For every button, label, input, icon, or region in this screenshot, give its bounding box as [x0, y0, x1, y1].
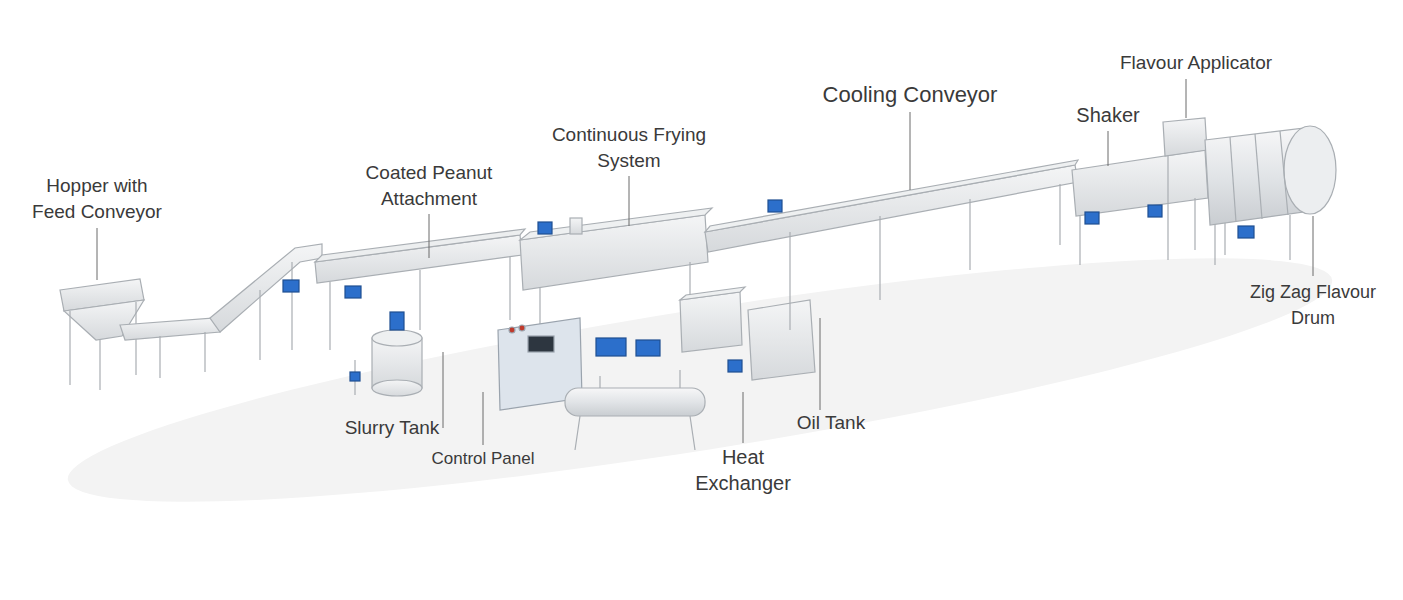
coated-peanut-attachment	[329, 282, 330, 350]
frying-system	[538, 222, 552, 234]
coated-peanut-attachment	[509, 257, 510, 320]
slurry-tank	[350, 372, 360, 381]
feed-conveyor	[204, 332, 205, 372]
shaker	[1072, 150, 1208, 265]
flavour-drum	[1255, 134, 1262, 219]
leader-line	[820, 318, 821, 410]
control-panel	[509, 327, 515, 333]
flavour-drum	[1238, 226, 1254, 238]
part-label: Control Panel	[418, 446, 548, 472]
oil-tank	[680, 287, 745, 300]
part-label: Coated Peanut Attachment	[362, 160, 497, 212]
shaker	[1079, 215, 1080, 265]
feed-conveyor	[210, 244, 322, 332]
coated-peanut-attachment	[419, 270, 420, 330]
heat-exchanger	[690, 416, 695, 450]
cooling-conveyor	[1059, 184, 1060, 245]
shaker	[1194, 198, 1195, 250]
leader-line	[743, 392, 744, 443]
control-panel	[519, 325, 525, 331]
flavour-applicator	[1163, 118, 1207, 156]
leader-line	[97, 228, 98, 280]
cooling-conveyor	[705, 160, 1078, 232]
heat-exchanger	[565, 338, 705, 450]
feed-conveyor	[159, 336, 160, 378]
cooling-conveyor	[768, 200, 782, 212]
hopper	[99, 340, 100, 390]
frying-system	[520, 208, 712, 240]
part-label: Shaker	[1063, 102, 1153, 128]
shaker	[1148, 205, 1162, 217]
feed-conveyor	[120, 244, 322, 378]
heat-exchanger	[636, 340, 660, 356]
flavour-applicator	[1167, 156, 1168, 260]
cooling-conveyor	[969, 199, 970, 270]
flavour-drum	[1205, 126, 1336, 265]
flavour-drum	[1230, 137, 1236, 222]
leader-line	[1186, 79, 1187, 118]
leader-line	[97, 79, 1313, 445]
leader-line	[629, 176, 630, 226]
leader-line	[483, 392, 484, 445]
feed-conveyor	[291, 262, 292, 350]
slurry-tank	[390, 312, 404, 330]
heat-exchanger	[596, 338, 626, 356]
oil-tank	[728, 360, 742, 372]
frying-system	[570, 218, 582, 234]
slurry-tank	[350, 312, 422, 396]
cooling-conveyor	[789, 232, 790, 330]
shaker	[1072, 150, 1208, 216]
floor-shadow	[57, 211, 1343, 550]
leader-line	[1313, 216, 1314, 276]
feed-conveyor	[283, 280, 299, 292]
heat-exchanger	[575, 416, 580, 450]
coated-peanut-attachment	[315, 229, 525, 350]
part-label: Flavour Applicator	[1101, 50, 1291, 76]
heat-exchanger	[565, 388, 705, 416]
coated-peanut-attachment	[345, 286, 361, 298]
oil-tank	[748, 300, 815, 380]
cooling-conveyor	[705, 165, 1078, 252]
shaker	[1085, 212, 1099, 224]
heat-exchanger	[679, 370, 680, 388]
flavour-drum	[1284, 126, 1336, 214]
coated-peanut-attachment	[315, 229, 525, 262]
oil-tank	[680, 287, 815, 380]
leader-line	[1108, 131, 1109, 166]
part-label: Heat Exchanger	[688, 444, 798, 496]
part-label: Slurry Tank	[337, 415, 447, 441]
cooling-conveyor	[705, 160, 1078, 330]
part-label: Continuous Frying System	[544, 122, 714, 174]
leader-line	[443, 352, 444, 428]
flavour-drum	[1280, 131, 1288, 215]
hopper	[69, 311, 70, 385]
floor-shadow	[57, 211, 1343, 550]
heat-exchanger	[599, 376, 600, 388]
feed-conveyor	[259, 290, 260, 360]
part-label: Cooling Conveyor	[810, 82, 1010, 108]
slurry-tank	[372, 330, 422, 346]
flavour-drum	[1289, 215, 1290, 260]
part-label: Zig Zag Flavour Drum	[1238, 279, 1388, 331]
control-panel	[528, 336, 554, 352]
leader-line	[429, 214, 430, 258]
part-label: Oil Tank	[786, 410, 876, 436]
leader-line	[910, 112, 911, 190]
oil-tank	[680, 292, 742, 352]
cooling-conveyor	[879, 216, 880, 300]
part-label: Hopper with Feed Conveyor	[31, 173, 163, 225]
slurry-tank	[372, 380, 422, 396]
flavour-drum	[1214, 224, 1215, 265]
